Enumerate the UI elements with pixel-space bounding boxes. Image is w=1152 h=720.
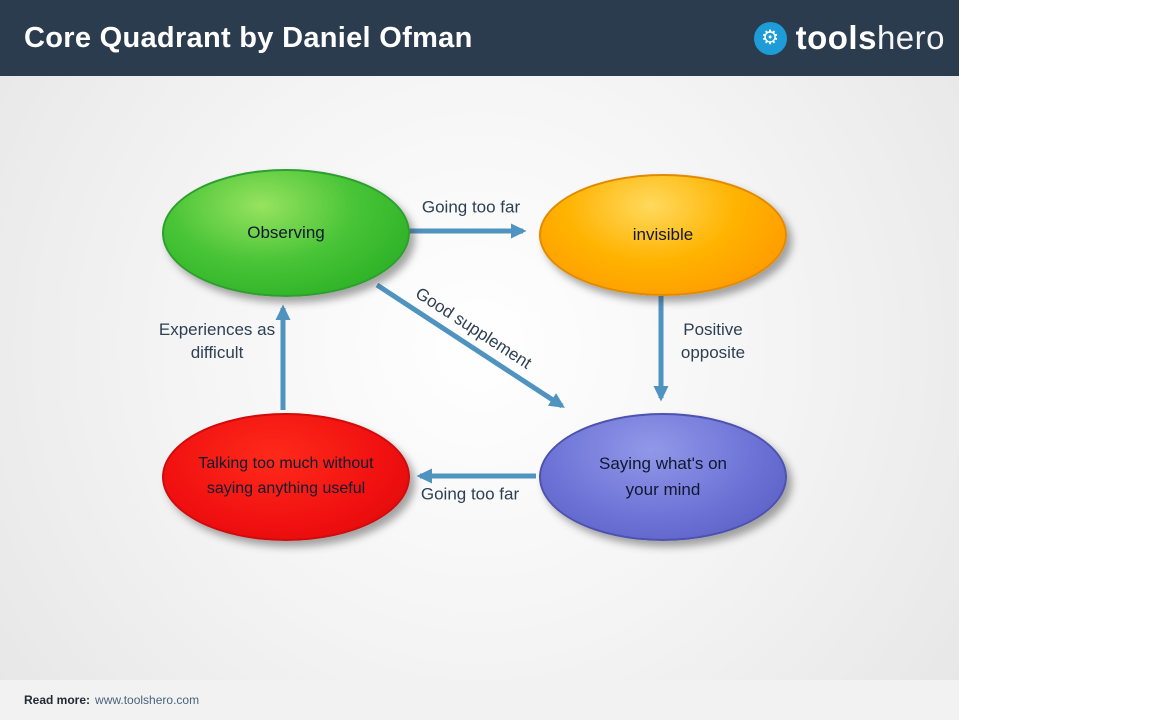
brand-name: toolshero [796, 19, 945, 57]
edge-label-going-too-far-top: Going too far [421, 197, 521, 217]
read-more-label: Read more: [24, 693, 91, 707]
node-talking-too-much: Talking too much without saying anything… [162, 413, 410, 541]
toolshero-logo: ⚙ toolshero [753, 19, 945, 57]
footer-bar: Read more: www.toolshero.com [0, 680, 959, 720]
node-invisible: invisible [539, 174, 787, 296]
brand-name-bold: tools [795, 19, 877, 56]
arrow-layer [275, 223, 669, 484]
edge-label-good-supplement: Good supplement [412, 283, 535, 373]
node-saying-whats-on-your-mind-label: Saying what's on your mind [599, 453, 727, 499]
gear-icon: ⚙ [753, 21, 787, 55]
edge-label-going-too-far-bottom: Going too far [420, 484, 520, 504]
node-observing: Observing [162, 169, 410, 297]
core-quadrant-diagram: Observing invisible Talking too much wit… [158, 169, 787, 541]
edge-label-experiences-as-difficult: Experiences as difficult [158, 320, 276, 362]
footer-url: www.toolshero.com [95, 693, 200, 707]
node-invisible-label: invisible [632, 224, 694, 244]
edge-label-positive-opposite: Positive opposite [680, 320, 746, 362]
infographic-canvas: Core Quadrant by Daniel Ofman ⚙ toolsher… [0, 0, 959, 720]
arrow-observing-to-saying-diagonal [375, 282, 565, 409]
node-talking-too-much-label: Talking too much without saying anything… [198, 455, 374, 497]
header-bar: Core Quadrant by Daniel Ofman ⚙ toolsher… [0, 0, 959, 76]
node-observing-label: Observing [247, 222, 325, 242]
brand-name-light: hero [876, 19, 945, 56]
page-title: Core Quadrant by Daniel Ofman [24, 21, 473, 54]
node-saying-whats-on-your-mind: Saying what's on your mind [539, 413, 787, 541]
